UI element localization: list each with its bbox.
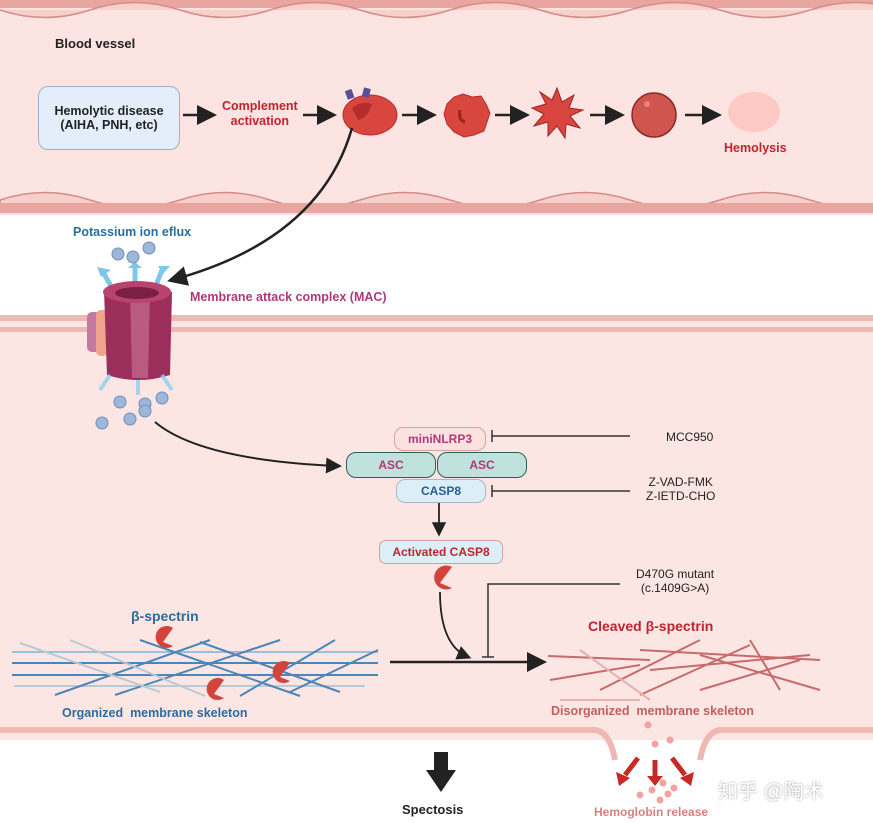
casp8-box: CASP8 xyxy=(396,479,486,503)
rbc-echinocyte-icon xyxy=(530,86,585,140)
mutant-line2: (c.1409G>A) xyxy=(640,581,710,595)
disorganized-skeleton-network xyxy=(547,639,821,701)
inhibitor-mutant-line xyxy=(482,583,620,658)
inhibitor-zvad-line xyxy=(491,485,630,497)
rbc-crenated-icon xyxy=(443,93,491,138)
vessel-wall-top xyxy=(0,0,873,19)
asc-right-box: ASC xyxy=(437,452,527,478)
mac-pore-icon xyxy=(87,281,172,380)
hemolytic-disease-line2: (AIHA, PNH, etc) xyxy=(60,118,158,132)
hemoglobin-release-arrowheads xyxy=(616,772,694,786)
activated-casp8-enzyme-icon xyxy=(434,565,452,590)
mac-label: Membrane attack complex (MAC) xyxy=(190,290,387,304)
mutant-line1: D470G mutant xyxy=(636,567,715,581)
asc-left-box: ASC xyxy=(346,452,436,478)
hemolysis-label: Hemolysis xyxy=(724,141,787,155)
mininlrp3-box: miniNLRP3 xyxy=(394,427,486,451)
inhibitor-mcc950-line xyxy=(491,430,630,442)
spectosis-label: Spectosis xyxy=(402,802,464,817)
cell-membrane-bottom xyxy=(0,727,873,823)
arrow-rbc-to-mac xyxy=(167,127,354,286)
hemoglobin-particles xyxy=(636,721,678,804)
blood-vessel-label: Blood vessel xyxy=(55,36,136,51)
watermark: 知乎 @陶术 xyxy=(718,781,824,803)
rbc-spherocyte-icon xyxy=(631,92,677,138)
arrow-enzyme-to-cleavage xyxy=(439,591,472,660)
inhibitor-zietd-cho: Z-IETD-CHO xyxy=(646,489,716,503)
potassium-efflux-label: Potassium ion eflux xyxy=(73,225,192,239)
organized-skeleton-network xyxy=(12,639,379,697)
rbc-with-mac-icon xyxy=(342,87,398,136)
arrow-ions-to-inflammasome xyxy=(154,421,342,474)
complement-line1: Complement xyxy=(222,99,298,113)
spectosis-arrow xyxy=(426,752,456,792)
hemoglobin-release-label: Hemoglobin release xyxy=(594,805,709,819)
mutant-label: D470G mutant (c.1409G>A) xyxy=(636,567,714,595)
vessel-wall-bottom xyxy=(0,191,873,213)
rbc-ghost-icon xyxy=(720,85,788,139)
cleaved-spectrin-label: Cleaved β-spectrin xyxy=(588,618,714,634)
cell-membrane-top xyxy=(0,315,873,332)
potassium-efflux-arrowheads xyxy=(97,262,170,277)
hemolytic-disease-line1: Hemolytic disease xyxy=(54,104,164,118)
hemolytic-disease-box: Hemolytic disease (AIHA, PNH, etc) xyxy=(38,86,180,150)
inhibitor-zvad-fmk: Z-VAD-FMK xyxy=(648,475,713,489)
beta-spectrin-label: β-spectrin xyxy=(131,608,199,624)
organized-skeleton-label: Organized membrane skeleton xyxy=(62,706,248,720)
inhibitor-mcc950-label: MCC950 xyxy=(666,430,714,444)
potassium-efflux-arrows-bottom xyxy=(98,373,174,395)
inhibitor-zvad-label: Z-VAD-FMK Z-IETD-CHO xyxy=(646,475,715,503)
complement-line2: activation xyxy=(230,114,290,128)
beta-spectrin-enzymes xyxy=(155,625,290,700)
hemoglobin-release-arrows xyxy=(623,756,687,778)
potassium-ions xyxy=(95,241,169,430)
complement-activation-label: Complement activation xyxy=(222,99,298,129)
disorganized-skeleton-label: Disorganized membrane skeleton xyxy=(551,704,754,718)
activated-casp8-box: Activated CASP8 xyxy=(379,540,503,564)
